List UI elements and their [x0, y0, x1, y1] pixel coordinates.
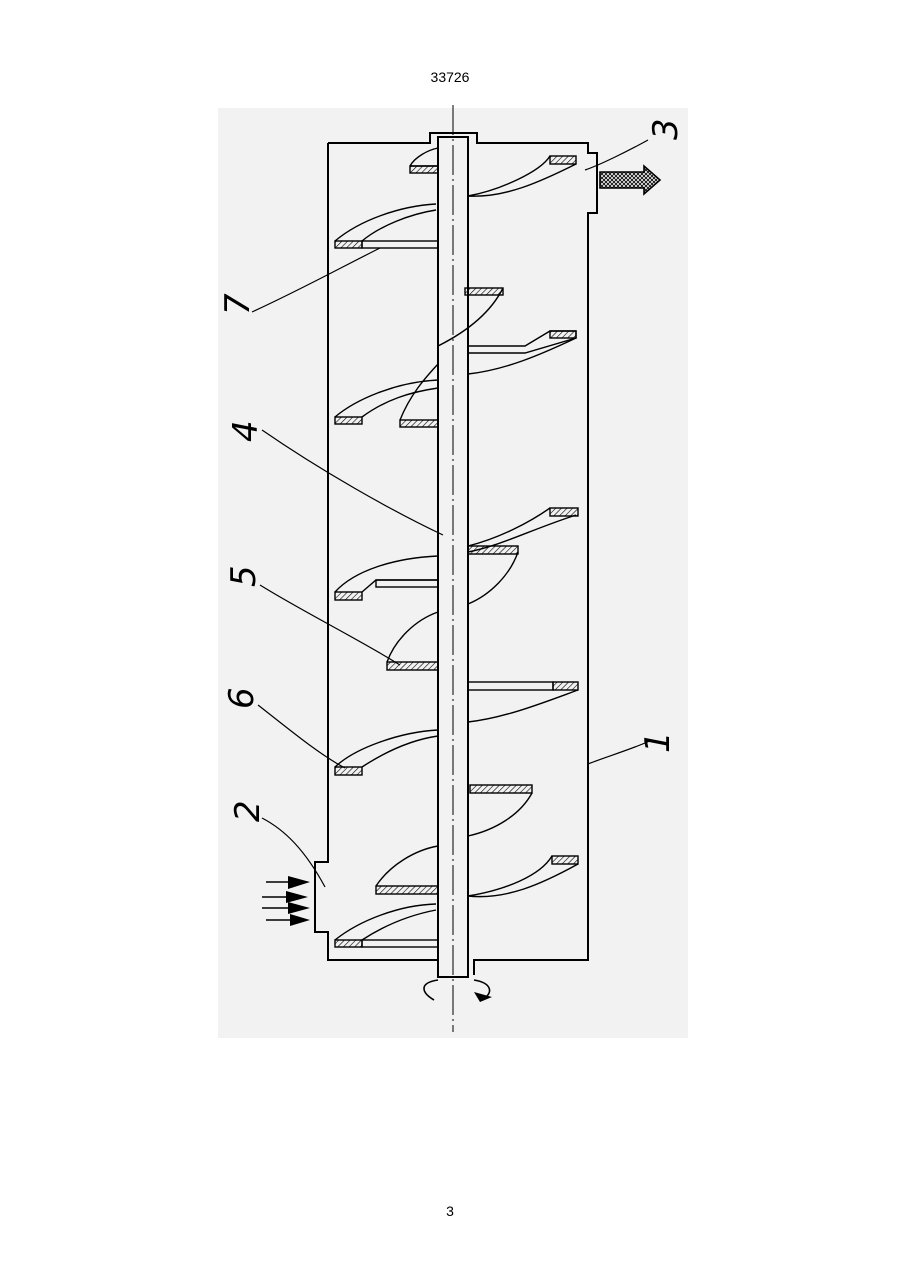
ref-label-2: 2 [228, 800, 268, 822]
ref-label-6: 6 [222, 687, 262, 709]
outlet-arrow [600, 166, 660, 194]
page-number: 3 [0, 1203, 900, 1219]
blades [335, 148, 578, 947]
ref-label-5: 5 [224, 565, 264, 587]
ref-label-4: 4 [226, 420, 266, 442]
rotation-arrow [424, 980, 492, 1002]
ref-label-1: 1 [638, 731, 678, 753]
ref-label-3: 3 [646, 118, 686, 140]
inlet-arrows [262, 876, 310, 926]
leader-lines [252, 140, 652, 887]
ref-label-7: 7 [218, 293, 258, 315]
shaft [438, 105, 468, 1032]
